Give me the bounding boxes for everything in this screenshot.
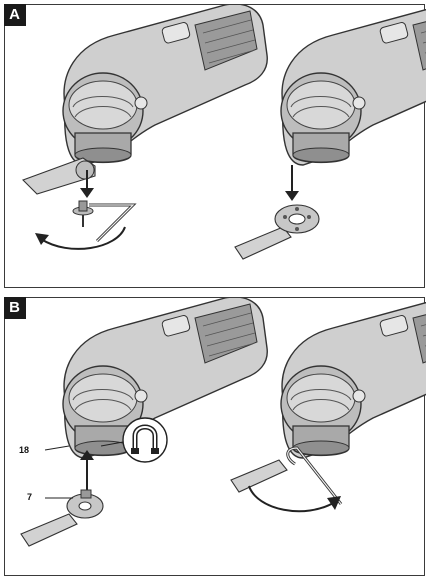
- allen-key-icon: [89, 203, 137, 243]
- allen-key-icon: [286, 446, 343, 505]
- panel-a-illustration: [22, 5, 426, 260]
- magnet-icon: [100, 417, 168, 463]
- rotate-arrow-icon: [248, 485, 341, 513]
- panel-b: B: [3, 296, 426, 576]
- rotate-arrow-icon: [35, 226, 126, 250]
- multi-tool-icon: [280, 5, 426, 166]
- panel-a: A: [3, 3, 426, 288]
- saw-blade-icon: [234, 204, 320, 260]
- callout-label-7: 7: [27, 492, 33, 502]
- saw-blade-icon: [20, 493, 104, 547]
- multi-tool-icon: [62, 5, 268, 166]
- arrow-down-icon: [285, 165, 299, 201]
- panel-b-illustration: [20, 298, 426, 547]
- clamping-screw-icon: [72, 200, 94, 227]
- arrow-up-icon: [80, 450, 94, 490]
- callout-label-18: 18: [19, 445, 30, 455]
- panel-label: A: [3, 3, 26, 26]
- panel-label: B: [3, 296, 26, 319]
- arrow-down-icon: [80, 170, 94, 198]
- callout-line-18: [44, 445, 70, 451]
- saw-blade-icon: [230, 459, 288, 493]
- multi-tool-icon: [280, 298, 426, 459]
- clamping-screw-icon: [80, 489, 92, 499]
- saw-blade-icon: [22, 157, 96, 195]
